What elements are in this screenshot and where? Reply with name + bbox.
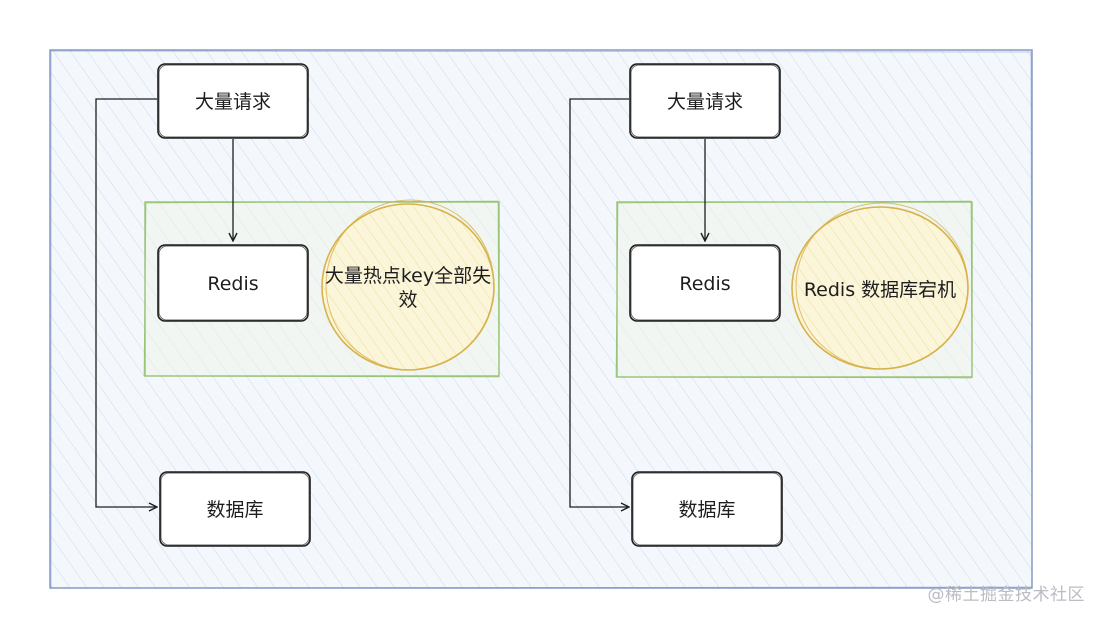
right-arrow-request-to-db (569, 98, 629, 507)
left-redis-label: Redis (207, 273, 258, 295)
right-cause-label: Redis 数据库宕机 (804, 279, 956, 301)
left-db-label: 数据库 (206, 499, 263, 521)
left-scenario: 大量热点key全部失 效 大量请求 Redis 数据库 (95, 63, 500, 547)
left-request-box: 大量请求 (157, 63, 309, 139)
left-cause-label-line2: 效 (398, 289, 417, 311)
left-db-box: 数据库 (159, 471, 311, 547)
right-cause-circle: Redis 数据库宕机 (791, 202, 969, 370)
watermark: @稀土掘金技术社区 (927, 585, 1085, 605)
right-db-label: 数据库 (678, 499, 735, 521)
right-db-box: 数据库 (631, 471, 783, 547)
right-redis-label: Redis (679, 273, 730, 295)
left-request-label: 大量请求 (195, 91, 271, 113)
left-arrow-request-to-db (95, 98, 157, 507)
right-request-box: 大量请求 (629, 63, 781, 139)
right-scenario: Redis 数据库宕机 大量请求 Redis 数据库 (569, 63, 973, 547)
left-redis-box: Redis (157, 244, 309, 322)
right-redis-box: Redis (629, 244, 781, 322)
left-cause-circle: 大量热点key全部失 效 (321, 199, 495, 371)
left-cause-label-line1: 大量热点key全部失 (325, 265, 491, 287)
right-request-label: 大量请求 (667, 91, 743, 113)
